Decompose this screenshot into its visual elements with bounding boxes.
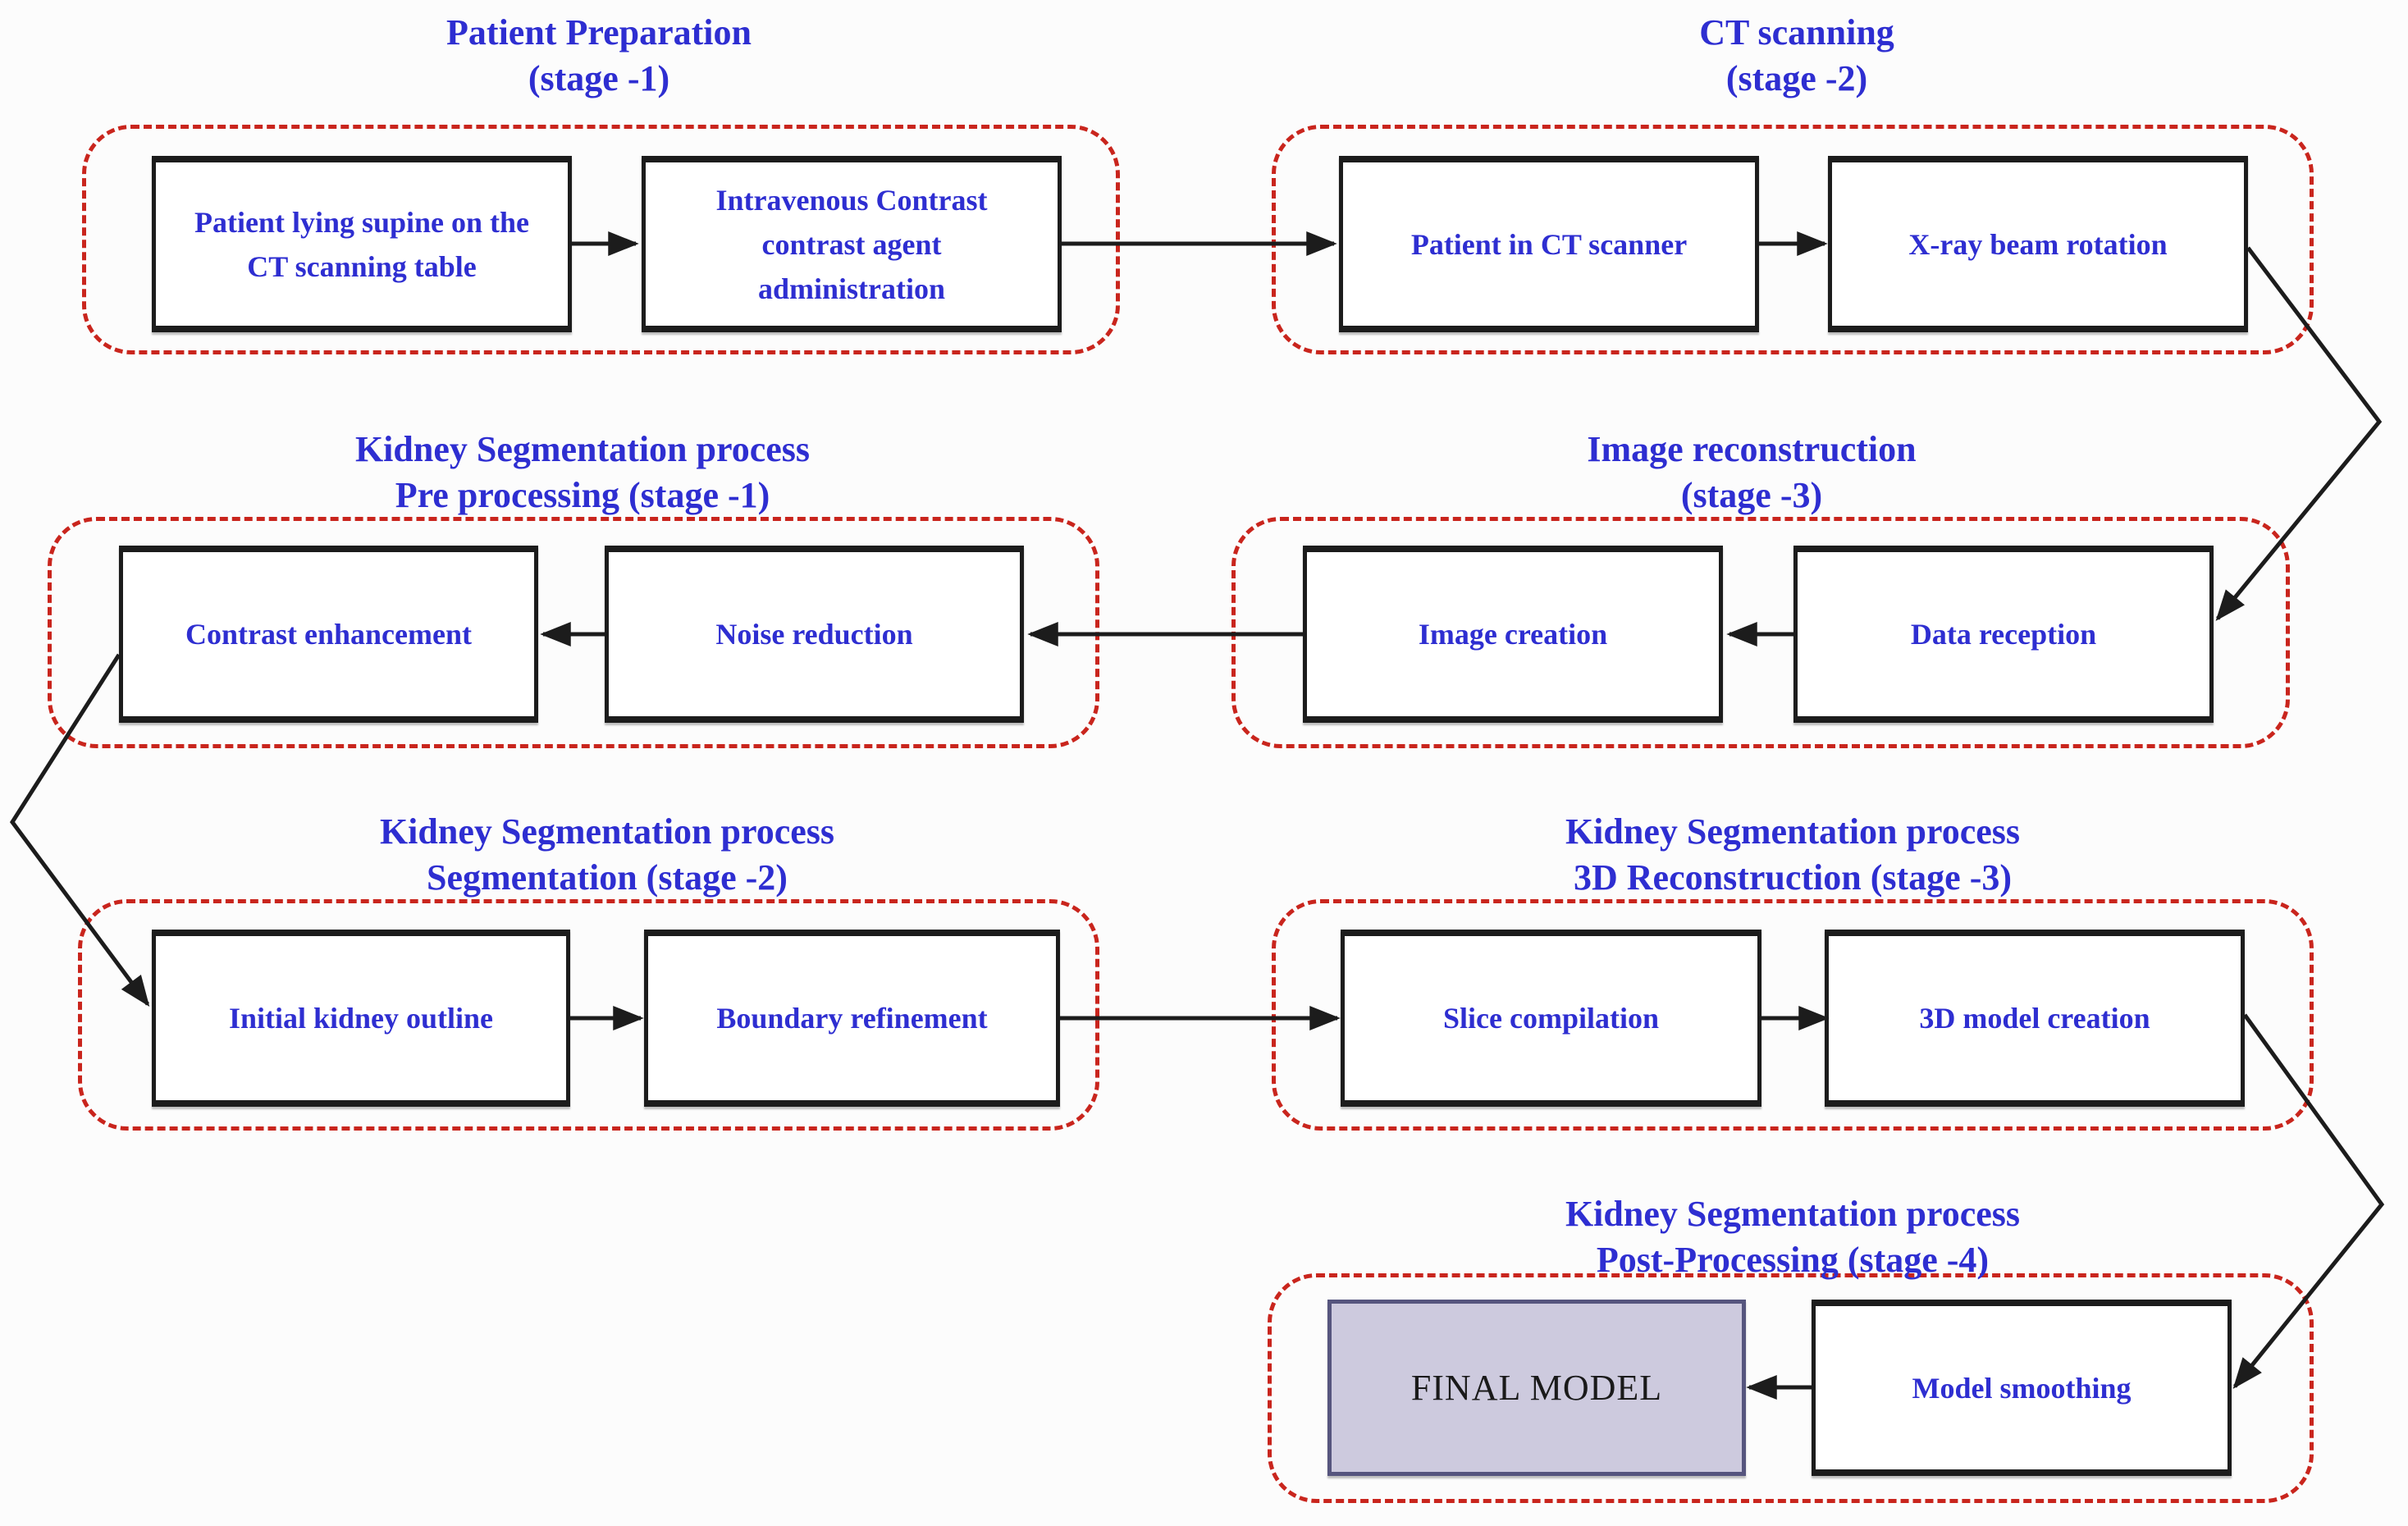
stage-group-segmentation: Initial kidney outline Boundary refineme… [78, 899, 1099, 1131]
stage-title-line: Pre processing (stage -1) [395, 475, 770, 515]
stage-title-3d-reconstruction: Kidney Segmentation process 3D Reconstru… [1565, 809, 2020, 901]
process-box-initial-kidney-outline: Initial kidney outline [152, 930, 570, 1107]
stage-title-line: Kidney Segmentation process [1565, 811, 2021, 852]
stage-group-image-reconstruction: Image creation Data reception [1231, 517, 2290, 748]
stage-title-segmentation: Kidney Segmentation process Segmentation… [380, 809, 834, 901]
stage-title-line: (stage -2) [1725, 58, 1868, 98]
stage-title-line: 3D Reconstruction (stage -3) [1574, 857, 2012, 898]
stage-group-patient-preparation: Patient lying supine on the CT scanning … [82, 125, 1120, 354]
stage-group-pre-processing: Contrast enhancement Noise reduction [48, 517, 1099, 748]
stage-group-post-processing: FINAL MODEL Model smoothing [1268, 1273, 2314, 1503]
process-box-contrast-agent-administration: Intravenous Contrast contrast agent admi… [642, 156, 1062, 332]
stage-title-ct-scanning: CT scanning (stage -2) [1699, 10, 1894, 102]
stage-group-ct-scanning: Patient in CT scanner X-ray beam rotatio… [1272, 125, 2314, 354]
process-box-noise-reduction: Noise reduction [605, 546, 1024, 723]
stage-title-line: Kidney Segmentation process [379, 811, 835, 852]
stage-title-patient-preparation: Patient Preparation (stage -1) [446, 10, 752, 102]
stage-title-line: Kidney Segmentation process [1565, 1194, 2021, 1234]
stage-title-line: Patient Preparation [446, 12, 752, 53]
stage-title-post-processing: Kidney Segmentation process Post-Process… [1565, 1191, 2020, 1283]
stage-title-line: Segmentation (stage -2) [427, 857, 788, 898]
process-box-slice-compilation: Slice compilation [1341, 930, 1761, 1107]
process-box-final-model: FINAL MODEL [1327, 1300, 1746, 1476]
process-box-contrast-enhancement: Contrast enhancement [119, 546, 538, 723]
process-box-patient-in-ct-scanner: Patient in CT scanner [1339, 156, 1759, 332]
process-box-model-smoothing: Model smoothing [1812, 1300, 2232, 1476]
stage-title-line: Kidney Segmentation process [354, 429, 811, 469]
process-box-image-creation: Image creation [1303, 546, 1723, 723]
stage-group-3d-reconstruction: Slice compilation 3D model creation [1272, 899, 2314, 1131]
stage-title-line: Post-Processing (stage -4) [1596, 1240, 1990, 1280]
stage-title-line: (stage -1) [528, 58, 670, 98]
stage-title-line: (stage -3) [1680, 475, 1823, 515]
stage-title-line: CT scanning [1699, 12, 1894, 53]
stage-title-line: Image reconstruction [1587, 429, 1917, 469]
process-box-data-reception: Data reception [1793, 546, 2214, 723]
process-box-3d-model-creation: 3D model creation [1825, 930, 2245, 1107]
stage-title-image-reconstruction: Image reconstruction (stage -3) [1587, 427, 1916, 519]
process-box-patient-supine: Patient lying supine on the CT scanning … [152, 156, 572, 332]
process-box-xray-beam-rotation: X-ray beam rotation [1828, 156, 2248, 332]
process-box-boundary-refinement: Boundary refinement [644, 930, 1060, 1107]
stage-title-pre-processing: Kidney Segmentation process Pre processi… [355, 427, 810, 519]
